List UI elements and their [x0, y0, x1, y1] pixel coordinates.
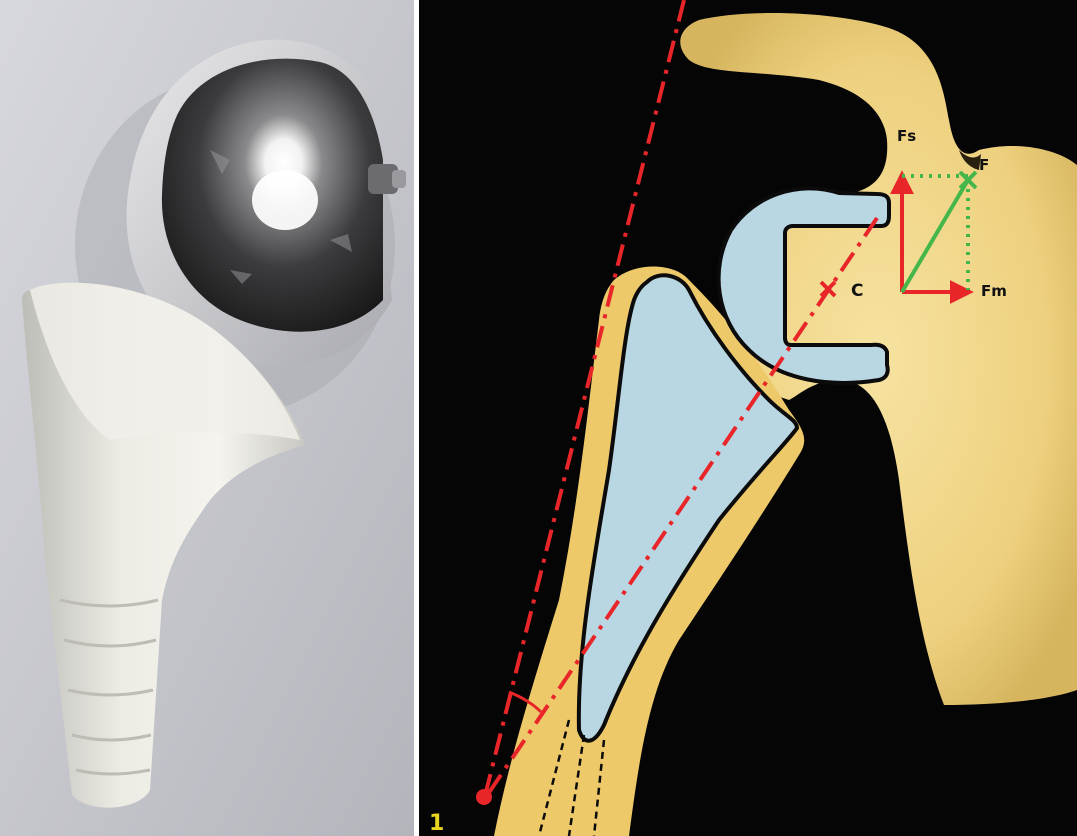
prosthesis-photo-illustration: [0, 0, 414, 836]
label-fs: Fs: [897, 127, 916, 145]
label-fm: Fm: [981, 282, 1007, 300]
prosthesis-photo: [0, 0, 414, 836]
panel-number: 1: [429, 811, 444, 836]
label-f: F: [979, 156, 989, 174]
reverse-shoulder-schematic: C Fs F Fm 1: [419, 0, 1077, 836]
axis-origin-dot: [476, 789, 492, 805]
shoulder-diagram: C Fs F Fm 1: [419, 0, 1077, 836]
label-c: C: [851, 281, 863, 301]
